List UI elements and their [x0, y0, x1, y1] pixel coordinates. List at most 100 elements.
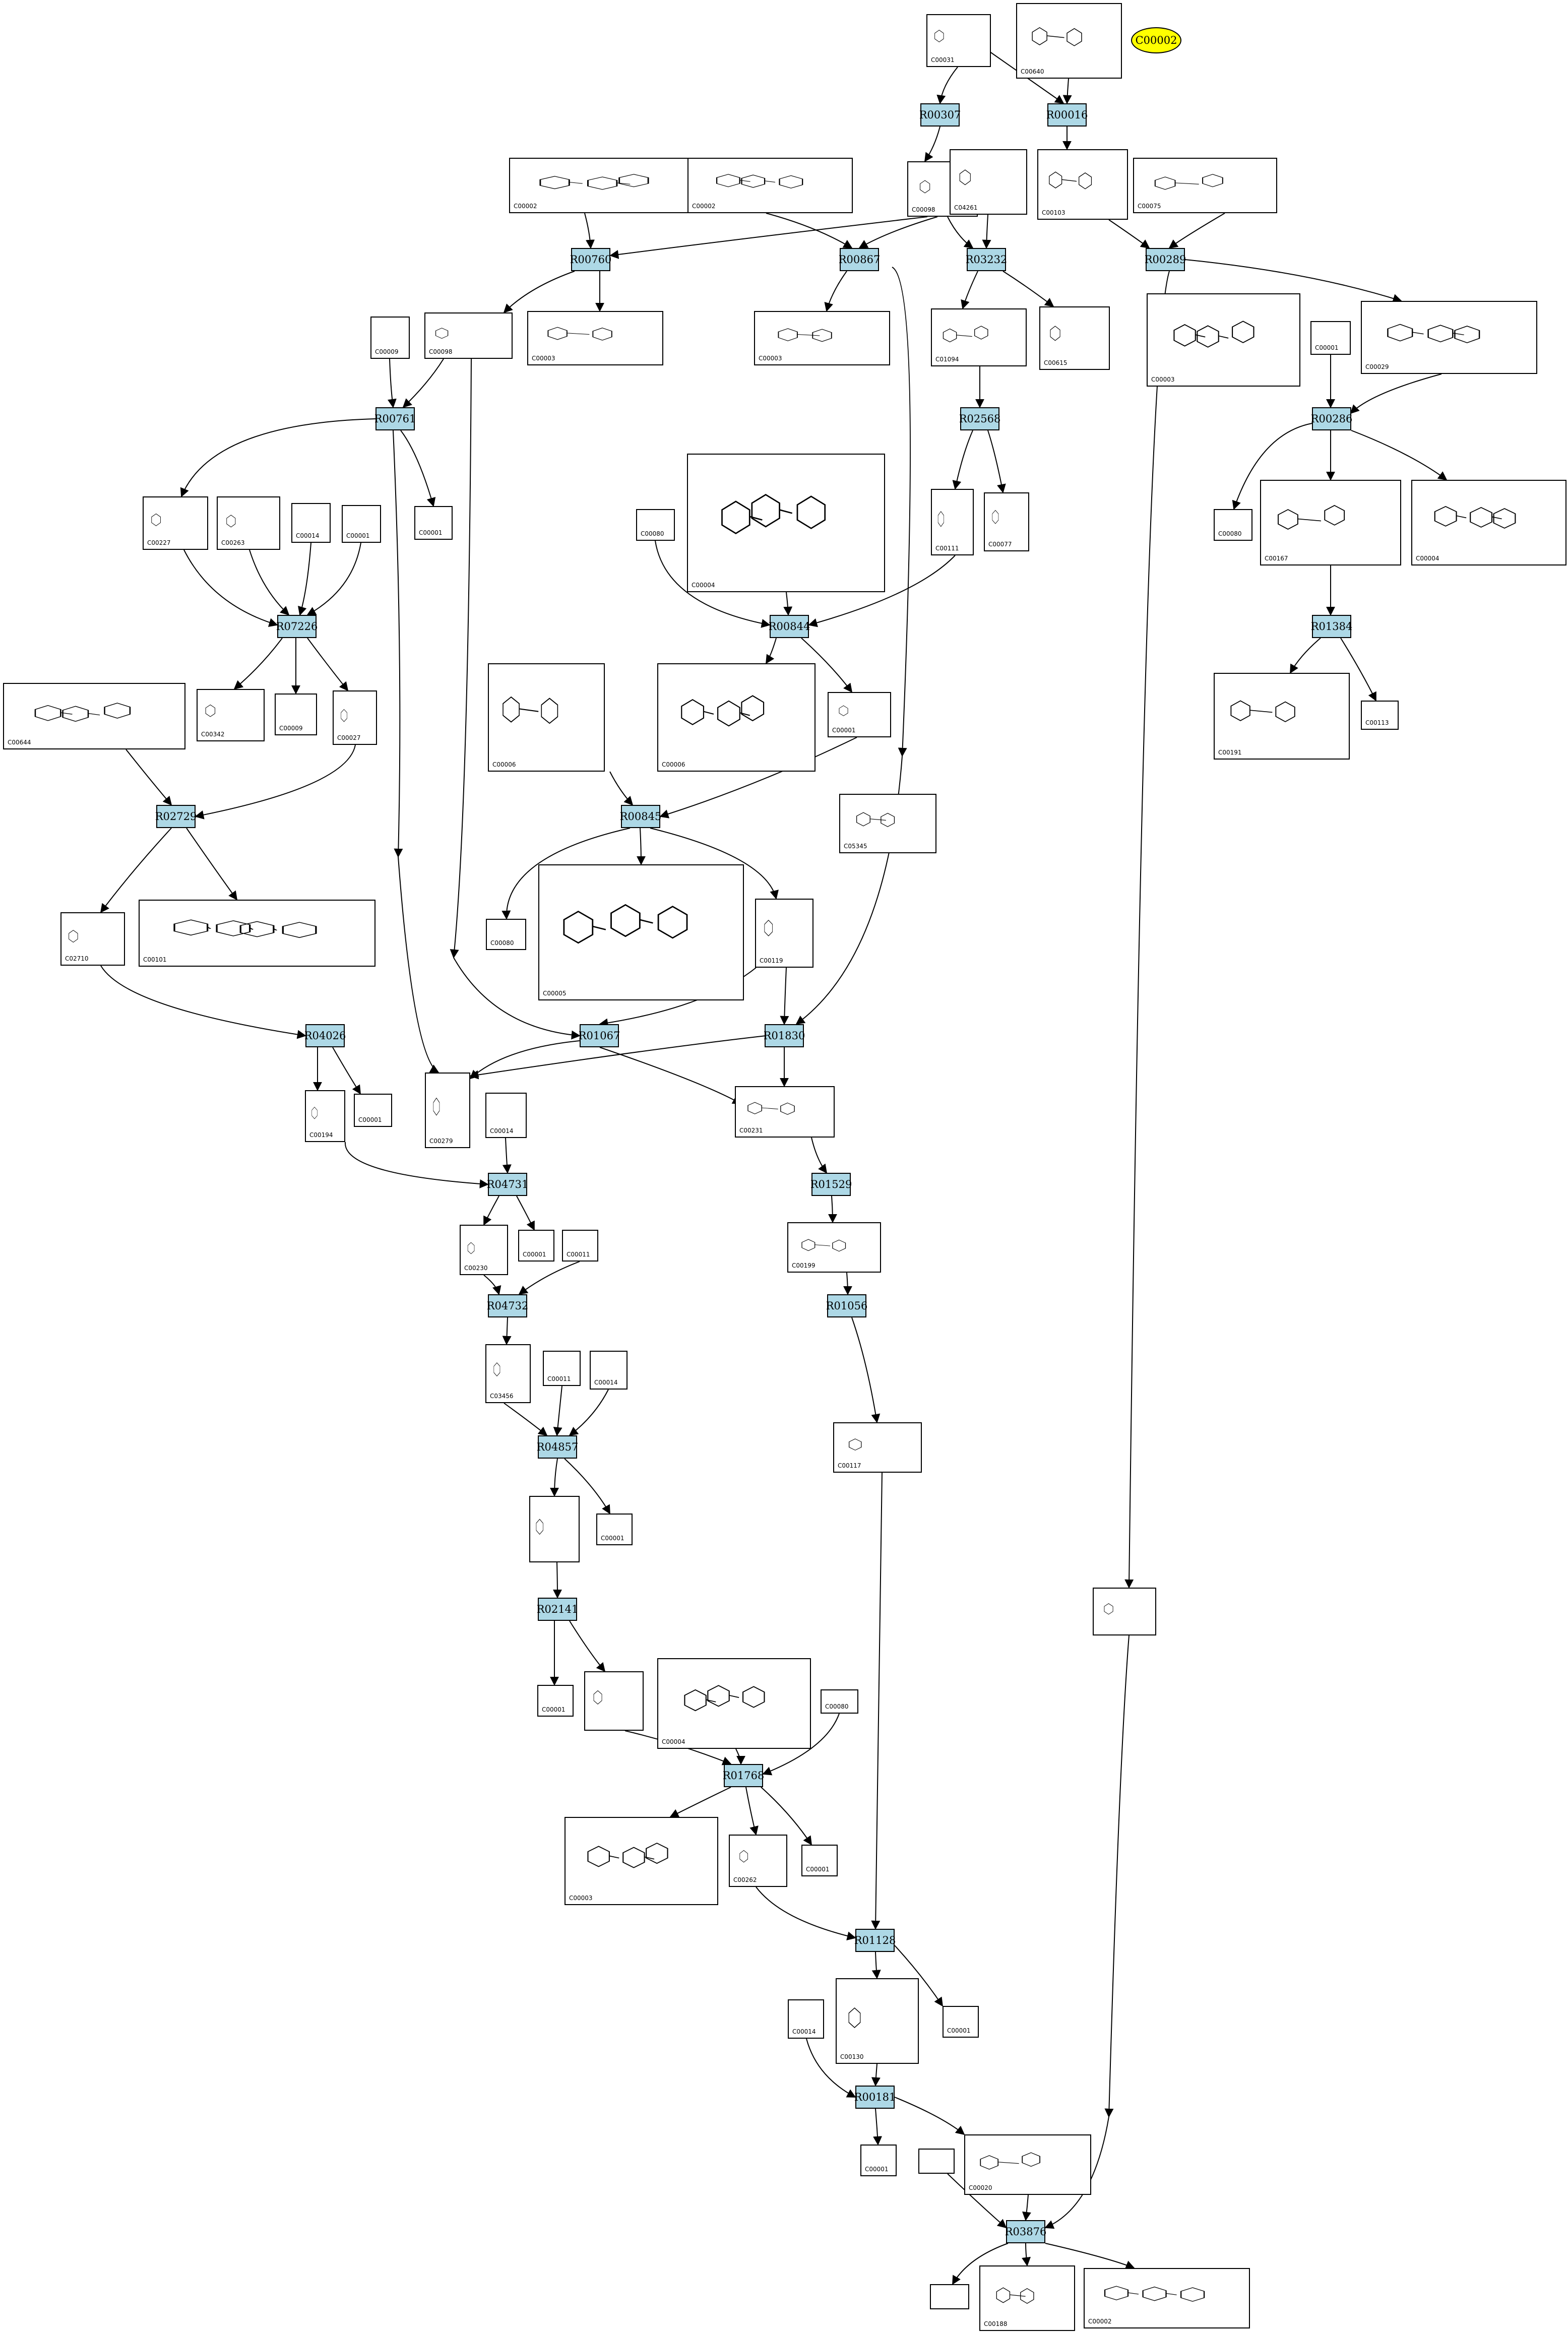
- reaction-r00307[interactable]: R00307: [919, 103, 961, 127]
- compound-c00005[interactable]: C00005: [538, 864, 744, 1000]
- reaction-r01529[interactable]: R01529: [810, 1173, 852, 1196]
- compound-c00342[interactable]: C00342: [197, 689, 265, 741]
- compound-c00009[interactable]: C00009: [275, 694, 317, 735]
- reaction-r02729[interactable]: R02729: [155, 805, 197, 828]
- compound-c00001[interactable]: C00001: [801, 1845, 838, 1876]
- reaction-r00181[interactable]: R00181: [854, 2086, 896, 2109]
- compound-c00279[interactable]: C00279: [425, 1073, 470, 1148]
- compound-c00113[interactable]: C00113: [1361, 701, 1399, 730]
- compound-c00130[interactable]: C00130: [836, 1978, 919, 2064]
- reaction-r03232[interactable]: R03232: [966, 248, 1007, 271]
- compound-c00004[interactable]: C00004: [1411, 480, 1566, 565]
- compound-c00080[interactable]: C00080: [821, 1689, 858, 1714]
- reaction-r01128[interactable]: R01128: [854, 1929, 896, 1952]
- compound-c00231[interactable]: C00231: [735, 1086, 835, 1138]
- compound-c00006[interactable]: C00006: [657, 663, 816, 772]
- reaction-r04026[interactable]: R04026: [304, 1024, 346, 1047]
- compound-c00262[interactable]: C00262: [729, 1835, 787, 1887]
- compound-c00080[interactable]: C00080: [486, 919, 526, 950]
- compound-c00016[interactable]: [529, 1496, 580, 1562]
- reaction-r01067[interactable]: R01067: [579, 1024, 620, 1047]
- reaction-r01384[interactable]: R01384: [1311, 615, 1352, 638]
- compound-c00003[interactable]: C00003: [754, 311, 890, 365]
- compound-c00189[interactable]: [584, 1671, 644, 1731]
- compound-c00615[interactable]: C00615: [1039, 306, 1110, 370]
- compound-c00014[interactable]: C00014: [485, 1093, 527, 1138]
- reaction-r00286[interactable]: R00286: [1311, 407, 1352, 430]
- compound-c00011[interactable]: C00011: [562, 1230, 598, 1262]
- reaction-r00760[interactable]: R00760: [570, 248, 611, 271]
- reaction-r00844[interactable]: R00844: [769, 615, 810, 638]
- compound-c00001[interactable]: C00001: [596, 1514, 633, 1545]
- compound-c00001[interactable]: C00001: [414, 506, 453, 540]
- compound-c00077[interactable]: C00077: [984, 492, 1029, 551]
- reaction-r00761[interactable]: R00761: [374, 407, 416, 430]
- compound-c00001[interactable]: C00001: [828, 692, 891, 737]
- reaction-r00289[interactable]: R00289: [1145, 248, 1186, 271]
- reaction-r04731[interactable]: R04731: [487, 1173, 528, 1196]
- compound-c00119[interactable]: C00119: [755, 899, 813, 968]
- compound-c00098[interactable]: C00098: [424, 312, 513, 359]
- compound-c02710[interactable]: C02710: [60, 912, 125, 966]
- compound-c00644[interactable]: C00644: [3, 683, 185, 749]
- compound-c00080[interactable]: C00080: [1214, 509, 1252, 541]
- compound-c00029[interactable]: C00029: [1361, 301, 1537, 374]
- compound-c00001[interactable]: C00001: [943, 2006, 979, 2038]
- compound-c03456[interactable]: C03456: [485, 1344, 531, 1403]
- compound-c00006[interactable]: C00006: [488, 663, 605, 772]
- compound-c00004[interactable]: C00004: [687, 454, 885, 592]
- reaction-r01056[interactable]: R01056: [826, 1294, 867, 1317]
- compound-c00014[interactable]: C00014: [788, 1999, 824, 2039]
- compound-c05345[interactable]: C05345: [839, 794, 936, 853]
- reaction-r00845[interactable]: R00845: [620, 805, 661, 828]
- reaction-r04857[interactable]: R04857: [537, 1435, 578, 1459]
- compound-c00027[interactable]: C00027: [333, 690, 377, 745]
- compound-c00640[interactable]: C00640: [1016, 3, 1122, 79]
- compound-c00080[interactable]: C00080: [636, 509, 675, 541]
- compound-c00188[interactable]: C00188: [979, 2265, 1075, 2331]
- compound-c00002[interactable]: C00002: [509, 158, 717, 213]
- compound-c00014[interactable]: C00014: [291, 503, 331, 543]
- compound-c01094[interactable]: C01094: [931, 308, 1027, 366]
- compound-c00001[interactable]: C00001: [342, 505, 381, 543]
- compound-c00075[interactable]: C00075: [1133, 158, 1277, 213]
- reaction-r04732[interactable]: R04732: [487, 1294, 528, 1317]
- compound-c00001[interactable]: C00001: [354, 1094, 392, 1127]
- reaction-r03876[interactable]: R03876: [1005, 2220, 1046, 2243]
- compound-c00003[interactable]: C00003: [565, 1817, 718, 1905]
- reaction-r01830[interactable]: R01830: [764, 1024, 805, 1047]
- compound-c00011[interactable]: C00011: [543, 1351, 581, 1386]
- compound-c00194[interactable]: C00194: [305, 1090, 345, 1142]
- compound-c00003[interactable]: C00003: [527, 311, 663, 365]
- reaction-r00016[interactable]: R00016: [1046, 103, 1088, 127]
- compound-c00001[interactable]: C00001: [537, 1685, 574, 1717]
- compound-c00111[interactable]: C00111: [931, 489, 974, 555]
- compound-c00004[interactable]: C00004: [657, 1658, 811, 1749]
- compound-c00003[interactable]: C00003: [1147, 293, 1300, 387]
- compound-c00191[interactable]: C00191: [1214, 673, 1350, 760]
- compound-c00101[interactable]: C00101: [139, 900, 375, 967]
- compound-c00020[interactable]: C00020: [964, 2134, 1091, 2195]
- reaction-r01768[interactable]: R01768: [723, 1764, 764, 1787]
- compound-c00014[interactable]: C00014: [590, 1351, 628, 1390]
- compound-c00013[interactable]: [1093, 1588, 1156, 1635]
- compound-c00001[interactable]: C00001: [860, 2145, 897, 2176]
- compound-c00001[interactable]: C00001: [518, 1230, 554, 1262]
- reaction-r07226[interactable]: R07226: [276, 615, 318, 638]
- compound-c00009[interactable]: C00009: [370, 317, 410, 359]
- reaction-r02568[interactable]: R02568: [959, 407, 1000, 430]
- compound-c00117[interactable]: C00117: [833, 1422, 922, 1473]
- compound-c00103[interactable]: C00103: [1037, 149, 1128, 220]
- reaction-r00867[interactable]: R00867: [839, 248, 880, 271]
- reaction-r02141[interactable]: R02141: [537, 1598, 578, 1621]
- compound-c00031[interactable]: C00031: [926, 14, 991, 67]
- compound-c00002[interactable]: C00002: [687, 158, 853, 213]
- compound-empty[interactable]: [918, 2149, 955, 2174]
- compound-c00227[interactable]: C00227: [143, 496, 208, 550]
- compound-c00002[interactable]: C00002: [1084, 2268, 1250, 2328]
- compound-c00001[interactable]: C00001: [1310, 321, 1351, 355]
- compound-c00263[interactable]: C00263: [217, 496, 280, 550]
- compound-empty[interactable]: [930, 2284, 969, 2309]
- compound-c04261[interactable]: C04261: [950, 149, 1027, 215]
- compound-c00230[interactable]: C00230: [460, 1225, 508, 1275]
